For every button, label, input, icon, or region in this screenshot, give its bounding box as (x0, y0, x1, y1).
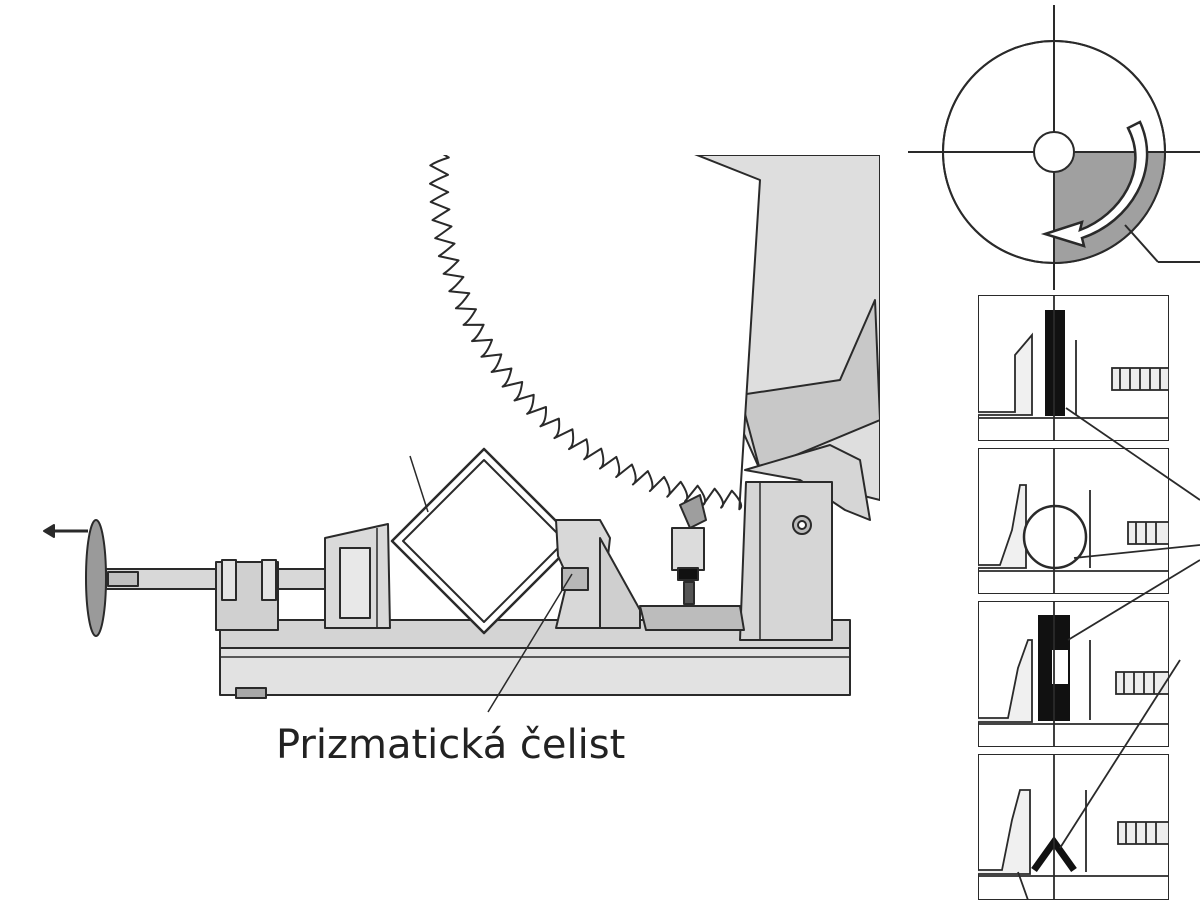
saw-column (739, 481, 833, 641)
caption-pointer-line (487, 573, 573, 713)
workpiece-pointer-line (409, 455, 429, 513)
base-foot (235, 687, 267, 699)
clamp-example-round-tube (978, 448, 1169, 594)
clamp-handle (679, 494, 707, 529)
saw-blade-teeth (429, 155, 761, 511)
rotation-arrow (1040, 120, 1149, 248)
saw-side-view (43, 155, 880, 713)
hand-wheel (85, 519, 107, 637)
panel-leader-lines (1059, 407, 1200, 849)
clamp-foot (639, 605, 745, 631)
blade-arbor-hole (1033, 131, 1075, 173)
clamp-example-flat-bar (978, 295, 1169, 441)
square-workpiece (390, 447, 578, 635)
prismatic-jaw-caption: Prizmatická čelist (276, 722, 626, 768)
clamp-example-channel (978, 601, 1169, 747)
blade-rotation-diagram (908, 5, 1200, 290)
cut-zone-sector (1054, 152, 1165, 263)
clamp-post (671, 527, 705, 571)
blade-guard-rim (739, 299, 880, 471)
